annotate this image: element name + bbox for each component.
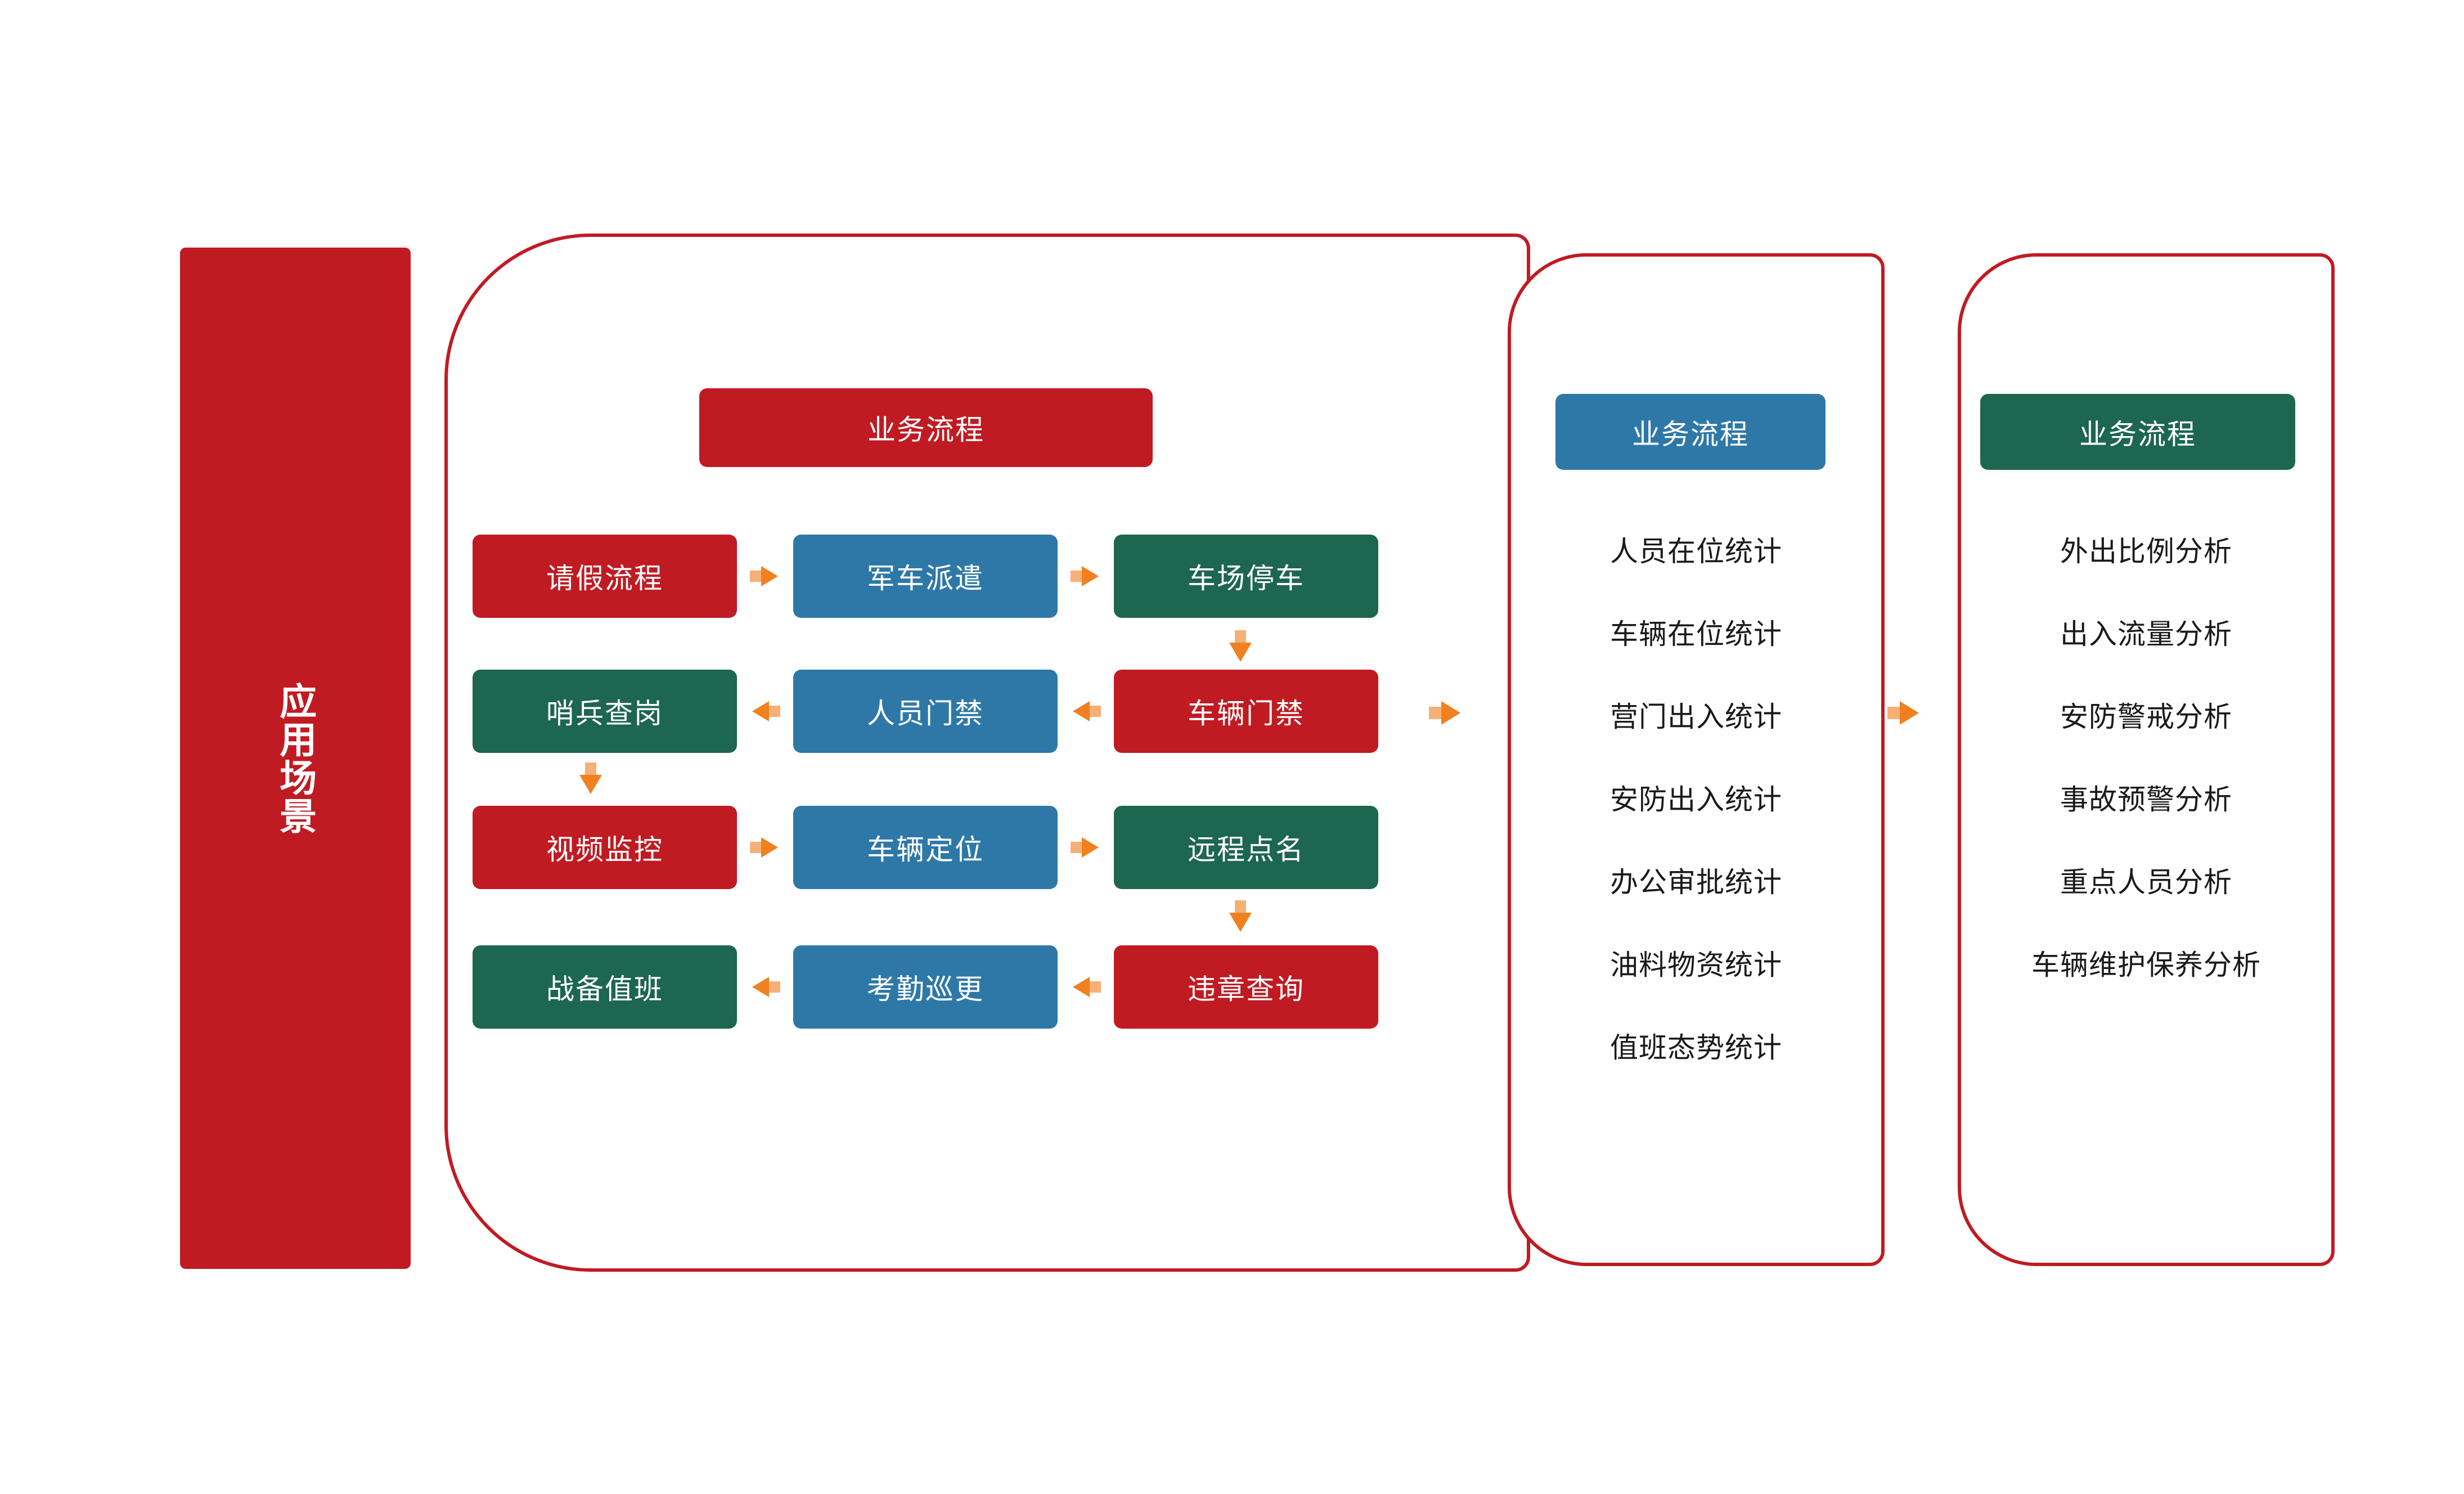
flow-box-violation-query[interactable]: 违章查询 (1114, 945, 1378, 1029)
arrow-down-icon (1229, 900, 1252, 933)
flow-box-parking-lot[interactable]: 车场停车 (1114, 535, 1378, 618)
arrow-down-icon (1229, 630, 1252, 663)
flow-row: 哨兵查岗 人员门禁 车辆门禁 (473, 670, 1378, 753)
flow-box-remote-roll-call[interactable]: 远程点名 (1114, 806, 1378, 889)
list-item[interactable]: 车辆在位统计 (1610, 618, 1782, 650)
flow-arrow-slot (737, 670, 793, 753)
list-item[interactable]: 事故预警分析 (2060, 784, 2232, 815)
flow-arrow-slot (737, 945, 793, 1029)
flow-box-sentry-post-check[interactable]: 哨兵查岗 (473, 670, 737, 753)
flow-box-video-surveillance[interactable]: 视频监控 (473, 806, 737, 889)
flow-box-leave-process[interactable]: 请假流程 (473, 535, 737, 618)
list-item[interactable]: 油料物资统计 (1610, 949, 1782, 981)
flow-row: 战备值班 考勤巡更 违章查询 (473, 945, 1378, 1029)
flow-box-vehicle-positioning[interactable]: 车辆定位 (793, 806, 1058, 889)
flow-arrow-slot (1058, 945, 1114, 1029)
statistics-header: 业务流程 (1555, 394, 1825, 470)
flow-row: 视频监控 车辆定位 远程点名 (473, 806, 1378, 889)
arrow-right-icon (1071, 836, 1101, 859)
arrow-right-icon (750, 836, 780, 859)
flow-row: 请假流程 军车派遣 车场停车 (473, 535, 1378, 618)
business-flow-header: 业务流程 (699, 388, 1153, 467)
flow-box-attendance-patrol[interactable]: 考勤巡更 (793, 945, 1058, 1029)
flow-box-military-vehicle-dispatch[interactable]: 军车派遣 (793, 535, 1058, 618)
flow-arrow-slot (737, 806, 793, 889)
list-item[interactable]: 安防出入统计 (1610, 784, 1782, 815)
statistics-item-list: 人员在位统计 车辆在位统计 营门出入统计 安防出入统计 办公审批统计 油料物资统… (1508, 529, 1885, 1108)
flow-box-vehicle-access-control[interactable]: 车辆门禁 (1114, 670, 1378, 753)
list-item[interactable]: 营门出入统计 (1610, 701, 1782, 733)
arrow-left-icon (750, 700, 780, 723)
analysis-item-list: 外出比例分析 出入流量分析 安防警戒分析 事故预警分析 重点人员分析 车辆维护保… (1958, 529, 2335, 1025)
application-scenario-banner: 应用场景 (180, 248, 411, 1269)
flow-arrow-slot (737, 535, 793, 618)
arrow-right-icon (1887, 701, 1921, 725)
business-flow-grid: 请假流程 军车派遣 车场停车 哨兵查岗 人员门禁 车辆门禁 视频监控 车辆定位 … (473, 535, 1378, 1029)
arrow-left-icon (1071, 700, 1101, 723)
arrow-down-icon (579, 762, 602, 795)
flow-arrow-slot (1058, 806, 1114, 889)
arrow-left-icon (1071, 976, 1101, 998)
application-scenario-label: 应用场景 (275, 681, 317, 835)
arrow-left-icon (750, 976, 780, 998)
list-item[interactable]: 车辆维护保养分析 (2031, 949, 2261, 981)
arrow-right-icon (750, 565, 780, 587)
list-item[interactable]: 人员在位统计 (1610, 536, 1782, 567)
analysis-header: 业务流程 (1980, 394, 2295, 470)
list-item[interactable]: 出入流量分析 (2060, 618, 2232, 650)
flow-box-personnel-access-control[interactable]: 人员门禁 (793, 670, 1058, 753)
flow-box-combat-readiness-duty[interactable]: 战备值班 (473, 945, 737, 1029)
list-item[interactable]: 安防警戒分析 (2060, 701, 2232, 733)
list-item[interactable]: 值班态势统计 (1610, 1032, 1782, 1064)
arrow-right-icon (1429, 701, 1463, 725)
list-item[interactable]: 办公审批统计 (1610, 867, 1782, 898)
flow-arrow-slot (1058, 670, 1114, 753)
list-item[interactable]: 外出比例分析 (2060, 536, 2232, 567)
list-item[interactable]: 重点人员分析 (2060, 867, 2232, 898)
flow-arrow-slot (1058, 535, 1114, 618)
arrow-right-icon (1071, 565, 1101, 587)
